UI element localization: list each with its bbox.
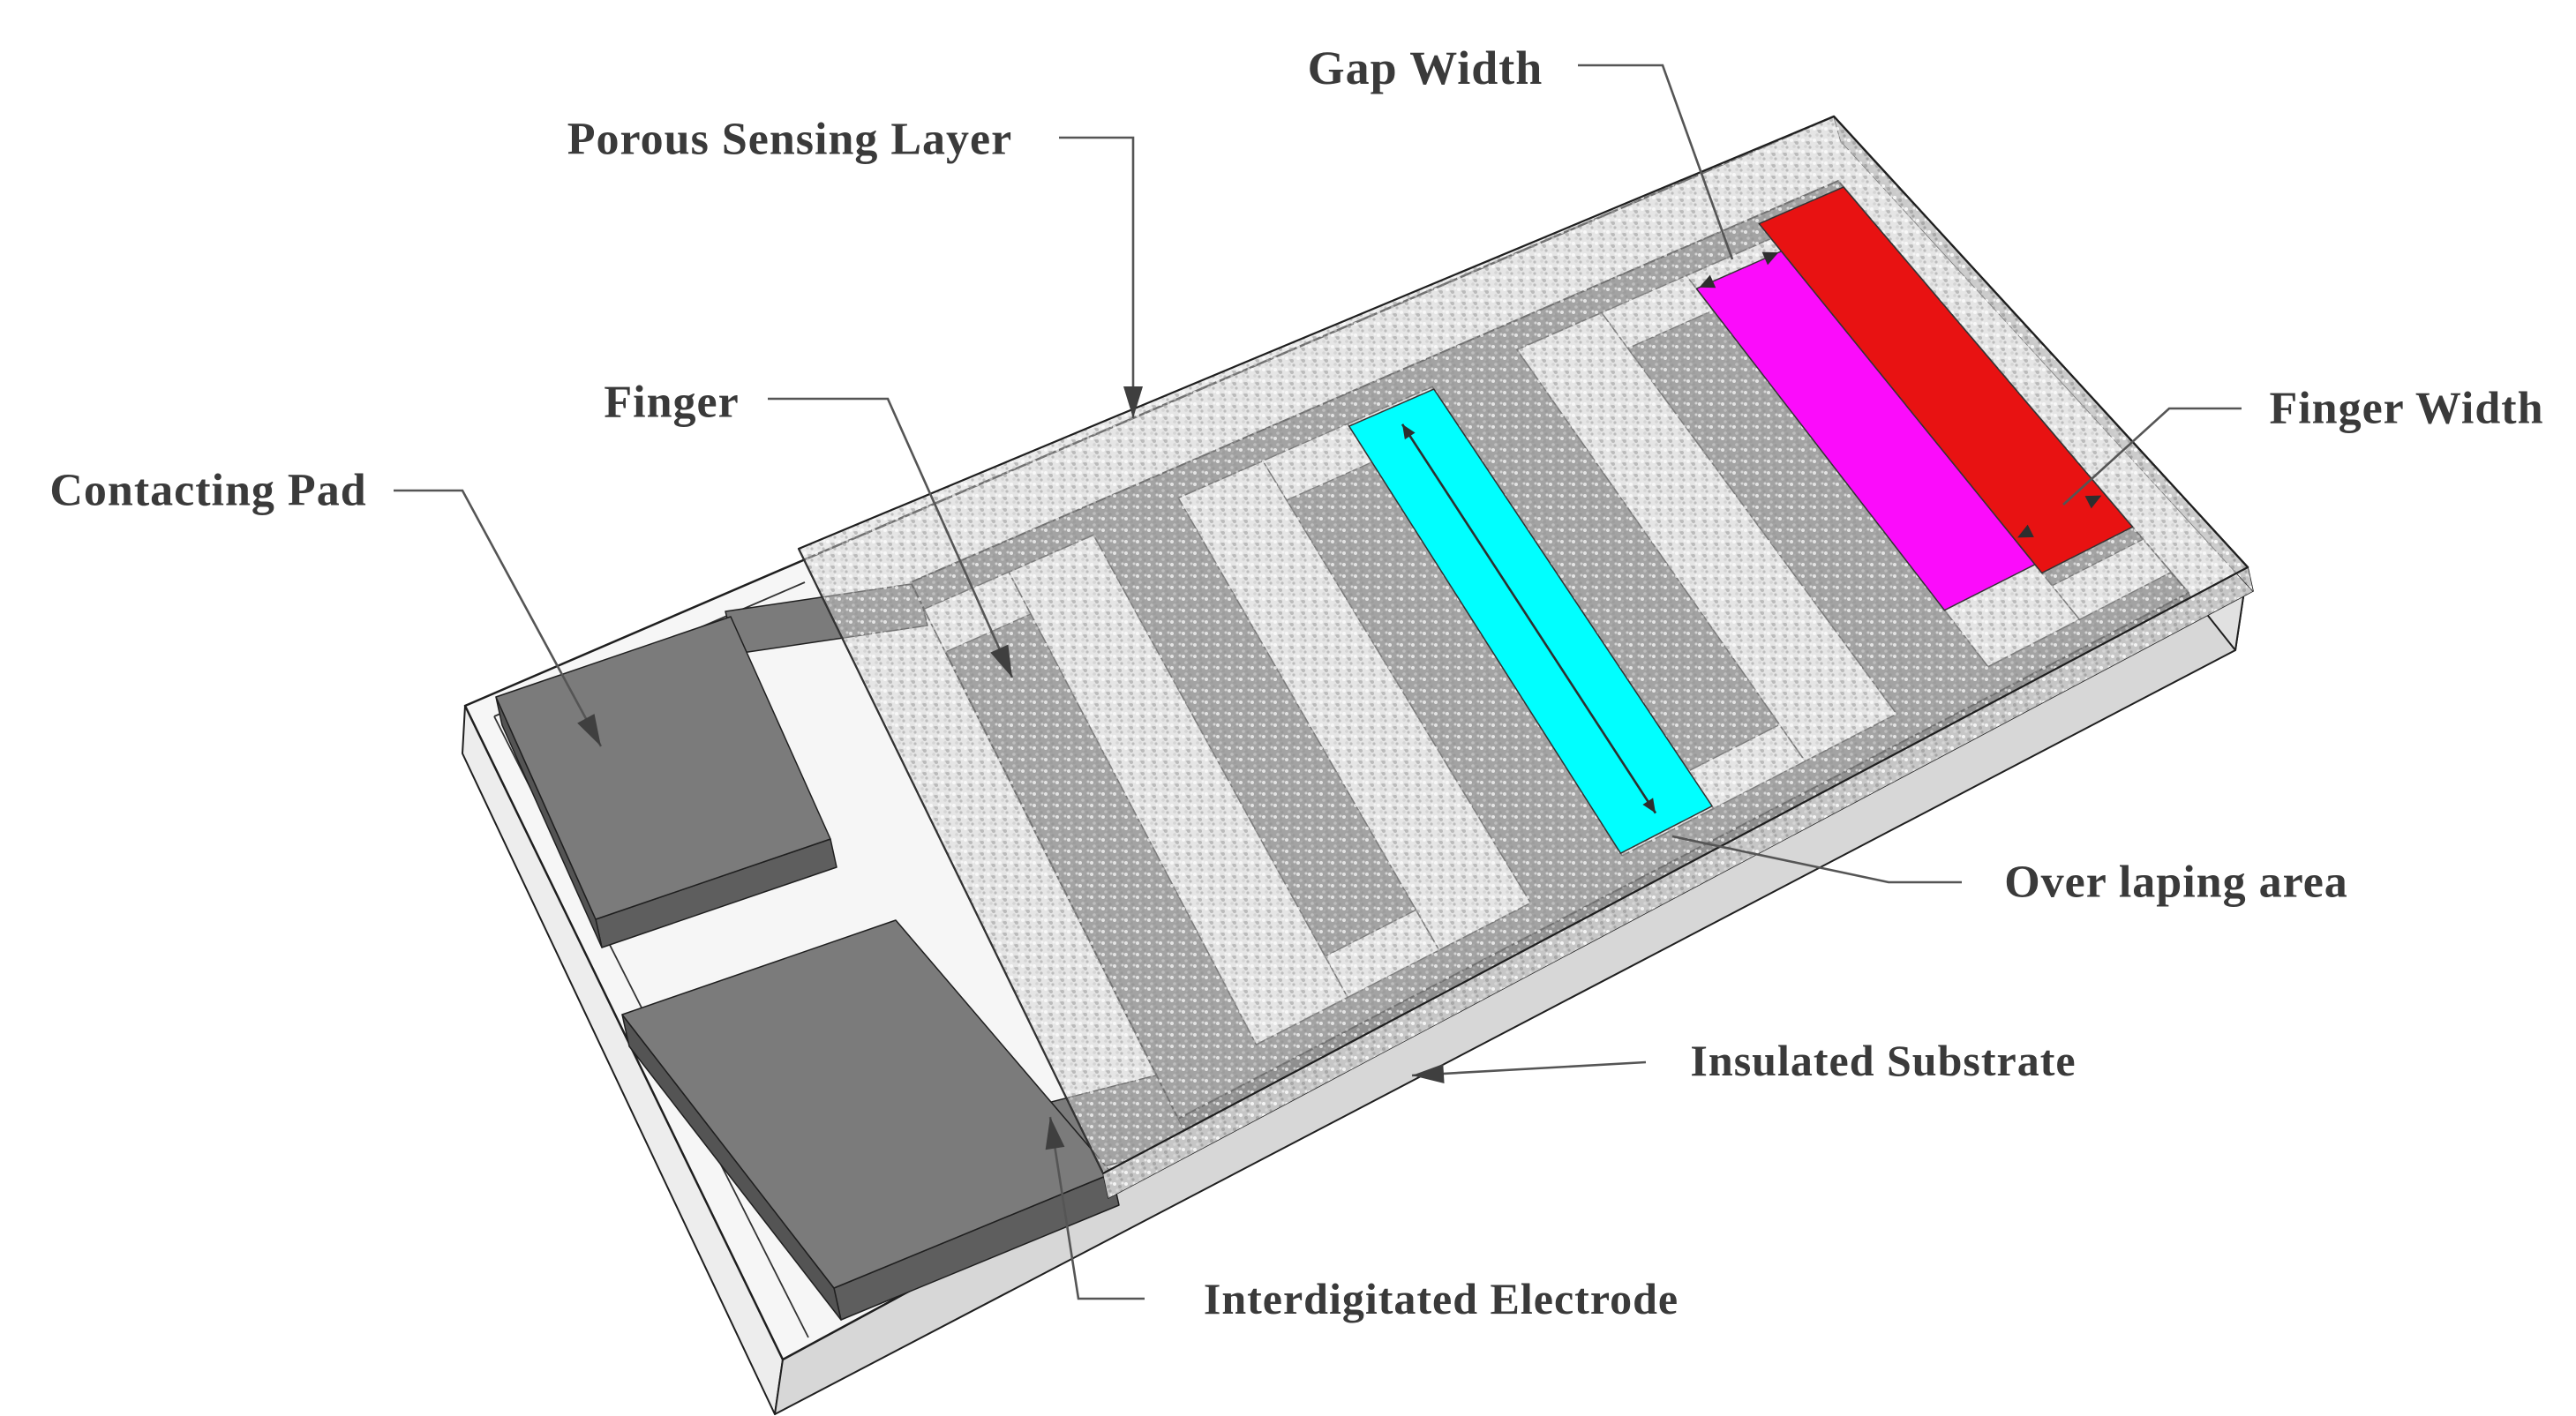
label-porous-sensing-layer: Porous Sensing Layer xyxy=(567,114,1013,165)
label-contacting-pad: Contacting Pad xyxy=(49,465,367,516)
label-over-laping-area: Over laping area xyxy=(2004,857,2348,908)
label-finger-width: Finger Width xyxy=(2269,383,2544,434)
label-insulated-substrate: Insulated Substrate xyxy=(1690,1036,2077,1085)
label-gap-width: Gap Width xyxy=(1307,41,1543,94)
label-interdigitated-electrode: Interdigitated Electrode xyxy=(1203,1274,1679,1323)
label-finger: Finger xyxy=(604,377,740,428)
